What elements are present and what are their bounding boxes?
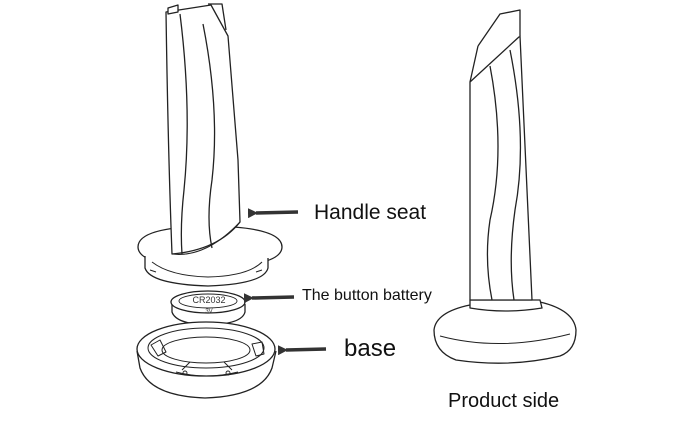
arrow-button-battery: [243, 293, 295, 304]
battery-voltage-text: 3V: [205, 309, 212, 315]
handle-tower: [165, 3, 241, 255]
arrow-base: [277, 345, 327, 356]
arrow-handle-seat: [247, 208, 299, 219]
button-battery: [170, 290, 246, 326]
product-tower: [469, 35, 533, 301]
label-product-side: Product side: [448, 390, 560, 412]
label-handle-seat: Handle seat: [314, 201, 427, 224]
product-side-view: [433, 9, 577, 364]
base-ring: [136, 321, 277, 399]
label-button-battery: The button battery: [302, 287, 432, 304]
exploded-view: [136, 3, 283, 399]
label-base: base: [344, 335, 397, 362]
battery-model-text: CR2032: [192, 295, 225, 305]
